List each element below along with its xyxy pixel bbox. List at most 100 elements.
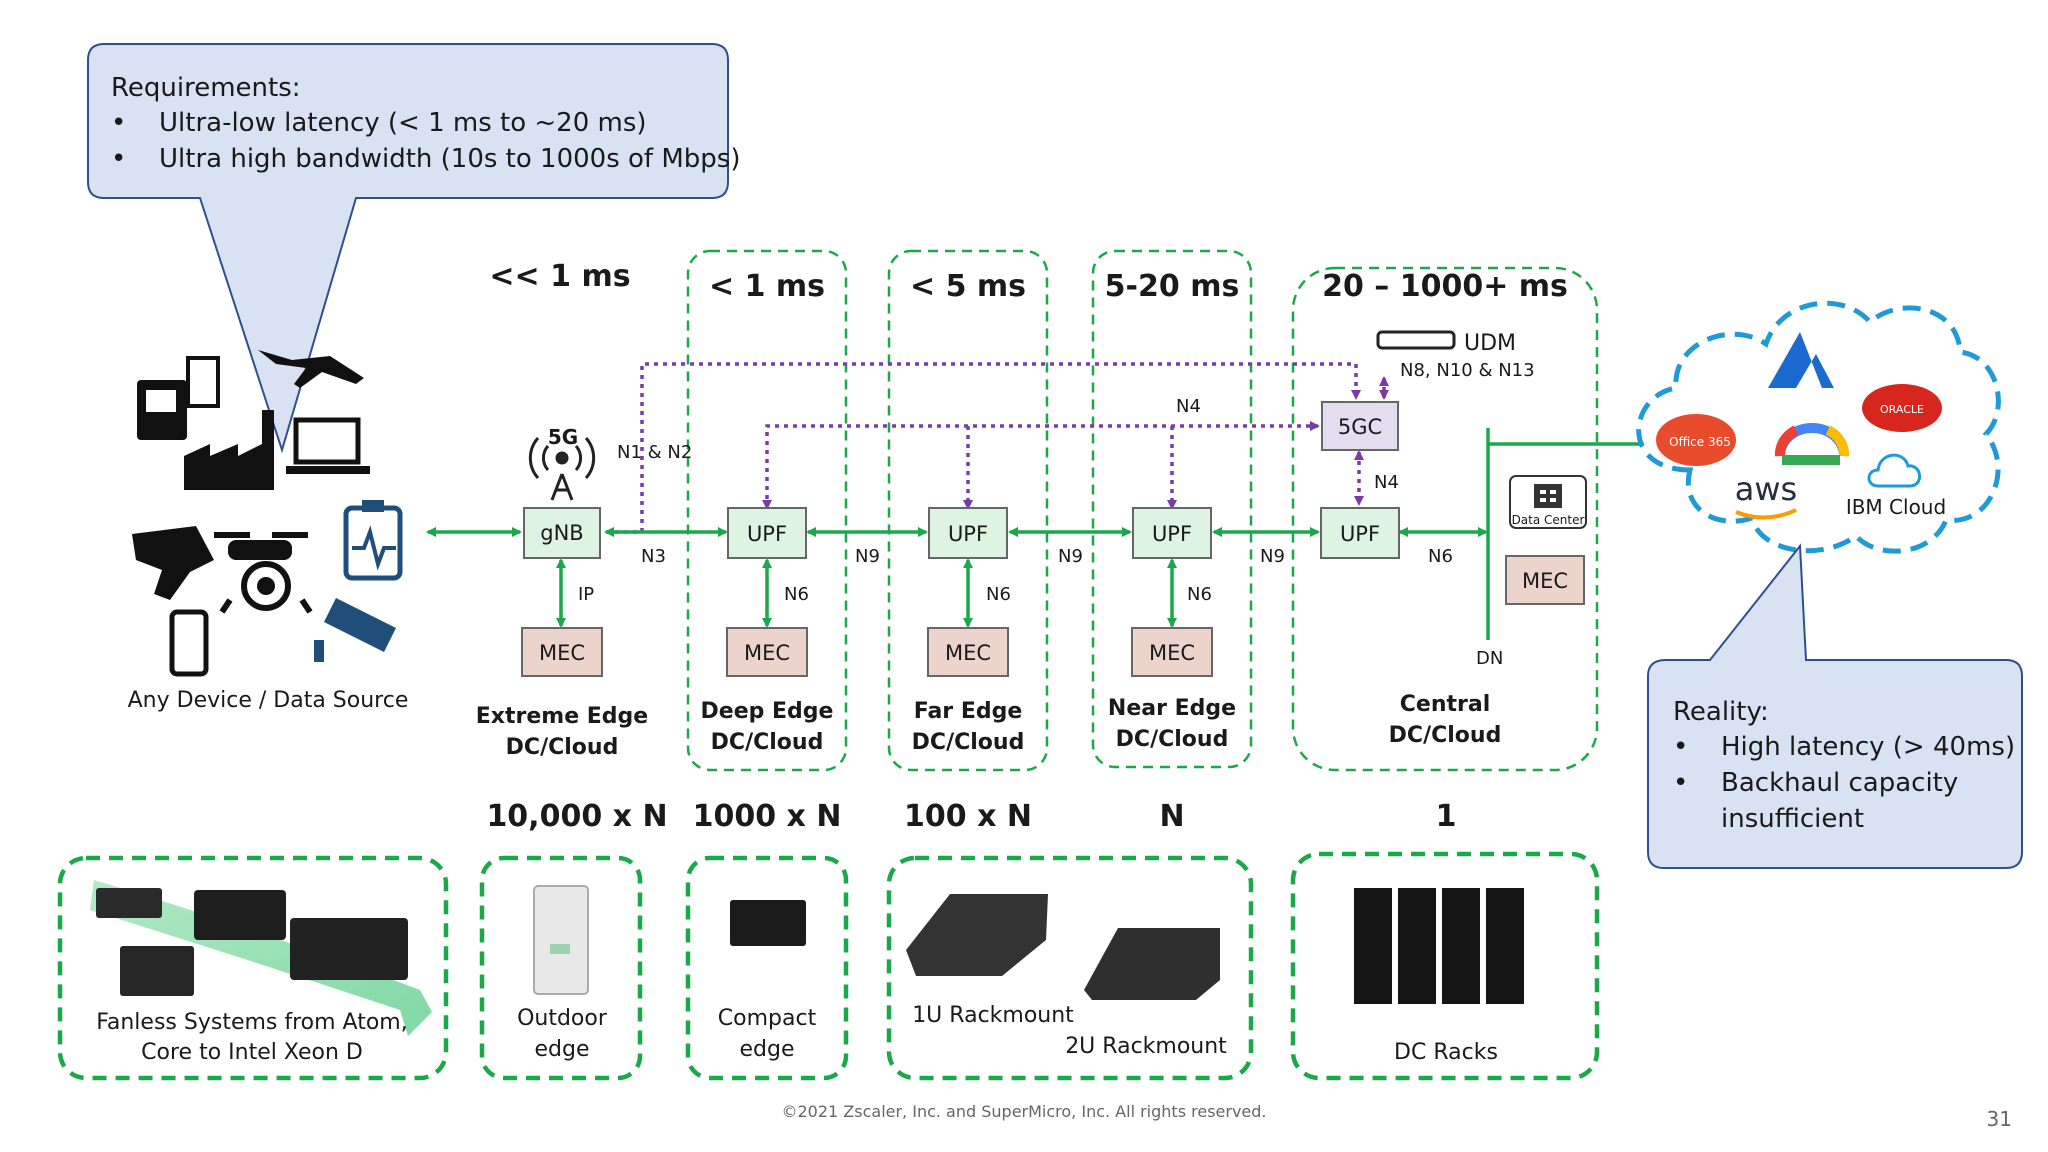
- office365-label: Office 365: [1669, 435, 1731, 449]
- data-center-icon: [1509, 475, 1587, 529]
- latency-labels: << 1 ms < 1 ms < 5 ms 5-20 ms 20 – 1000+…: [489, 259, 1568, 304]
- hardware-caption: Outdoor: [517, 1006, 608, 1031]
- latency-label: < 5 ms: [910, 269, 1026, 304]
- far-edge-zone: [887, 249, 1049, 772]
- n6-label: N6: [1428, 546, 1453, 567]
- scanner-icon: [132, 526, 214, 600]
- 5gc-node: [1321, 401, 1399, 451]
- 1u-server-icon: [906, 894, 1048, 976]
- latency-label: < 1 ms: [709, 269, 825, 304]
- progression-arrow-icon: [90, 880, 432, 1036]
- airplane-icon: [258, 350, 364, 388]
- user-plane-links: [426, 428, 1640, 640]
- google-cloud-logo-icon: [1774, 423, 1850, 465]
- 5gc-label: 5GC: [1338, 415, 1382, 439]
- outdoor-box: [479, 855, 643, 1081]
- tier-name: Far Edge: [914, 699, 1023, 724]
- ibm-cloud-logo-icon: IBM Cloud: [1846, 453, 1946, 519]
- scale-count: 1: [1436, 799, 1457, 834]
- hardware-caption: Fanless Systems from Atom,: [96, 1010, 407, 1035]
- office365-logo-icon: Office 365: [1656, 414, 1736, 466]
- latency-label: 20 – 1000+ ms: [1322, 269, 1568, 304]
- tier-name: DC/Cloud: [1116, 727, 1229, 752]
- n4-bus-link: [762, 421, 1320, 510]
- bullet: •: [1673, 768, 1688, 798]
- mec-node: [726, 627, 808, 677]
- mec-label: MEC: [945, 641, 991, 665]
- fanless-unit-icon: [96, 888, 162, 918]
- n9-label: N9: [1260, 546, 1285, 567]
- reality-callout: Reality: • High latency (> 40ms) • Backh…: [1647, 543, 2023, 869]
- tier-labels: Extreme Edge DC/Cloud Deep Edge DC/Cloud…: [476, 692, 1502, 760]
- tier-name: Near Edge: [1108, 696, 1236, 721]
- nodes: gNB UPF UPF UPF UPF 5GC MEC MEC MEC MEC …: [521, 330, 1587, 677]
- bullet: •: [1673, 732, 1688, 762]
- upf-node: [727, 507, 807, 559]
- hardware-caption: Compact: [718, 1006, 817, 1031]
- udm-server-icon: [1376, 330, 1456, 350]
- fanless-unit-icon: [120, 946, 194, 996]
- scale-labels: 10,000 x N 1000 x N 100 x N N 1: [486, 799, 1456, 834]
- n6-label: N6: [784, 584, 809, 605]
- outdoor-enclosure-icon: [550, 944, 570, 954]
- gnb-node: [523, 507, 601, 559]
- control-plane-links: [606, 362, 1389, 534]
- scale-count: N: [1159, 799, 1184, 834]
- page-number: 31: [1987, 1107, 2012, 1131]
- aws-label: aws: [1735, 470, 1797, 508]
- n1n2-label: N1 & N2: [617, 442, 692, 463]
- mec-label: MEC: [1522, 569, 1568, 593]
- hardware-captions: Fanless Systems from Atom, Core to Intel…: [96, 1003, 1498, 1065]
- upf-label: UPF: [1340, 522, 1380, 546]
- n6-label: N6: [1187, 584, 1212, 605]
- latency-label: << 1 ms: [489, 259, 630, 294]
- scale-count: 100 x N: [904, 799, 1032, 834]
- fanless-box: [57, 855, 449, 1081]
- device-caption: Any Device / Data Source: [128, 688, 409, 713]
- n8-n10-n13-label: N8, N10 & N13: [1400, 360, 1535, 381]
- data-center-label: Data Center: [1512, 513, 1585, 527]
- tier-name: Extreme Edge: [476, 704, 648, 729]
- scale-count: 10,000 x N: [486, 799, 667, 834]
- n1n2-link: [606, 362, 1361, 534]
- requirements-callout: Requirements: • Ultra-low latency (< 1 m…: [87, 43, 740, 454]
- tier-name: DC/Cloud: [912, 730, 1025, 755]
- cloud: Office 365 ORACLE aws IBM Cloud: [1636, 300, 2001, 554]
- drone-icon: [214, 532, 313, 614]
- copyright-footer: ©2021 Zscaler, Inc. and SuperMicro, Inc.…: [781, 1102, 1266, 1121]
- n4-label: N4: [1374, 472, 1399, 493]
- mec-label: MEC: [539, 641, 585, 665]
- 5g-tower-icon: [528, 437, 596, 501]
- bullet: •: [111, 108, 126, 138]
- deep-edge-zone: [686, 249, 848, 772]
- mec-label: MEC: [1149, 641, 1195, 665]
- hardware-boxes: [57, 851, 1600, 1081]
- reality-item: Backhaul capacity: [1721, 768, 1958, 798]
- reality-item: High latency (> 40ms): [1721, 732, 2015, 762]
- n4-label: N4: [1176, 396, 1201, 417]
- upf-label: UPF: [1152, 522, 1192, 546]
- 2u-server-icon: [1084, 928, 1220, 1000]
- tier-name: DC/Cloud: [1389, 723, 1502, 748]
- oracle-label: ORACLE: [1880, 403, 1924, 416]
- hardware-caption: Core to Intel Xeon D: [141, 1040, 363, 1065]
- link-labels: N1 & N2 N3 N9 N9 N9 N6 IP N6 N6 N6 N4 N4…: [578, 360, 1535, 669]
- tier-name: Central: [1400, 692, 1490, 717]
- reality-item: insufficient: [1721, 804, 1864, 834]
- n3-label: N3: [641, 546, 666, 567]
- ibm-cloud-label: IBM Cloud: [1846, 495, 1946, 519]
- upf-node: [1320, 507, 1400, 559]
- phone-icon: [169, 609, 209, 677]
- tier-name: DC/Cloud: [711, 730, 824, 755]
- compact-server-icon: [730, 900, 806, 946]
- device-icons: [132, 350, 403, 677]
- fanless-unit-icon: [290, 918, 408, 980]
- requirement-item: Ultra-low latency (< 1 ms to ~20 ms): [159, 108, 647, 138]
- camera-icon: [314, 598, 396, 662]
- n9-label: N9: [1058, 546, 1083, 567]
- rackmount-box: [886, 855, 1254, 1081]
- latency-label: 5-20 ms: [1105, 269, 1240, 304]
- gnb-label: gNB: [540, 521, 583, 545]
- upf-node: [928, 507, 1008, 559]
- hardware-caption: 2U Rackmount: [1065, 1034, 1227, 1059]
